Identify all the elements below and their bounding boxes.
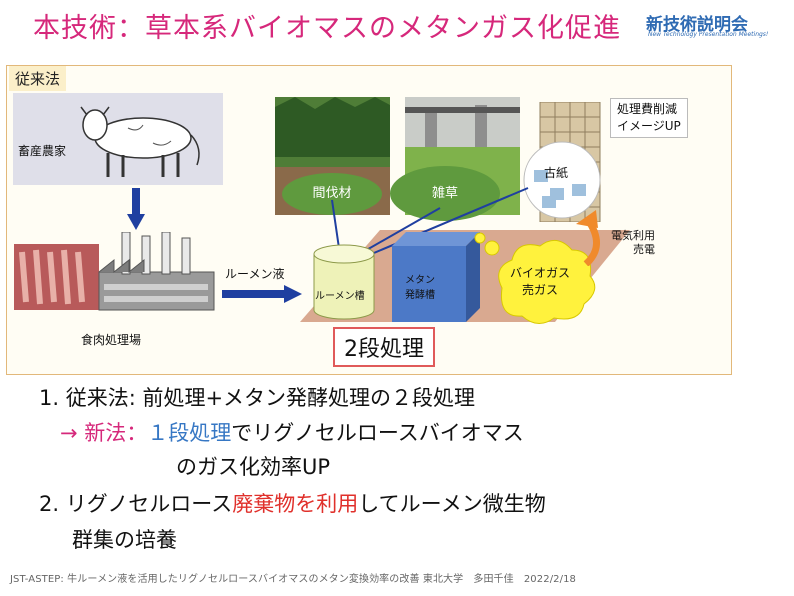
- footer-credit: JST-ASTEP: 牛ルーメン液を活用したリグノセルロースバイオマスのメタン変…: [10, 574, 577, 585]
- callout-line-2: イメージUP: [617, 119, 681, 133]
- logo-subtitle: New Technology Presentation Meetings!: [648, 31, 769, 38]
- rumen-tank-label: ルーメン槽: [315, 291, 365, 302]
- methane-tank-line-2: 発酵槽: [405, 290, 435, 301]
- two-stage-label: 2段処理: [333, 327, 435, 367]
- waste-utilization-highlight: 廃棄物を利用: [232, 492, 359, 516]
- methane-tank-label: メタン 発酵槽: [405, 273, 435, 303]
- point-2-start: 2. リグノセルロース: [39, 492, 233, 516]
- waste-paper-circle: [523, 141, 601, 219]
- cow-image: [13, 93, 223, 185]
- thinned-wood-label: 間伐材: [282, 173, 382, 215]
- biogas-line-1: バイオガス: [510, 266, 571, 280]
- meat-plant-label: 食肉処理場: [81, 333, 142, 347]
- new-method-arrow: → 新法：: [60, 421, 148, 445]
- point-2-middle: してルーメン微生物: [358, 492, 546, 516]
- electricity-line-2: 売電: [633, 243, 655, 256]
- meat-plant-image: [14, 232, 215, 311]
- point-2-continuation: 群集の培養: [72, 528, 177, 552]
- biogas-line-2: 売ガス: [522, 283, 559, 297]
- methane-tank-icon: [392, 232, 480, 322]
- weeds-photo: [405, 97, 520, 215]
- methane-tank-line-1: メタン: [405, 275, 435, 286]
- logo-title: 新技術説明会: [646, 15, 748, 35]
- point-1-new-method: → 新法：１段処理でリグノセルロースバイオマス: [60, 417, 524, 447]
- biogas-cloud-icon: [474, 232, 596, 324]
- single-stage-highlight: １段処理: [147, 421, 232, 445]
- point-1: 1. 従来法: 前処理+メタン発酵処理の２段処理: [39, 386, 476, 410]
- cost-reduction-callout: 処理費削減 イメージUP: [610, 98, 688, 138]
- biogas-label: バイオガス 売ガス: [510, 265, 570, 299]
- livestock-farm-label: 畜産農家: [18, 144, 67, 158]
- cow-icon: [80, 106, 200, 177]
- rumen-tank-icon: [313, 244, 375, 320]
- electricity-line-1: 電気利用: [611, 229, 655, 242]
- weeds-label: 雑草: [390, 166, 500, 221]
- new-method-rest: でリグノセルロースバイオマス: [231, 421, 524, 445]
- electricity-label: 電気利用 売電: [611, 229, 655, 257]
- point-2: 2. リグノセルロース廃棄物を利用してルーメン微生物: [39, 488, 546, 518]
- waste-paper-label: 古紙: [544, 166, 569, 180]
- conventional-method-label: 従来法: [9, 66, 67, 91]
- point-1-continuation: のガス化効率UP: [176, 455, 331, 479]
- curved-arrow-icon: [576, 210, 600, 266]
- callout-line-1: 処理費削減: [617, 102, 678, 116]
- right-arrow-icon: [222, 285, 302, 303]
- rumen-fluid-label: ルーメン液: [225, 267, 285, 281]
- slide-title: 本技術：草本系バイオマスのメタンガス化促進: [33, 13, 621, 44]
- down-arrow-icon: [127, 188, 145, 230]
